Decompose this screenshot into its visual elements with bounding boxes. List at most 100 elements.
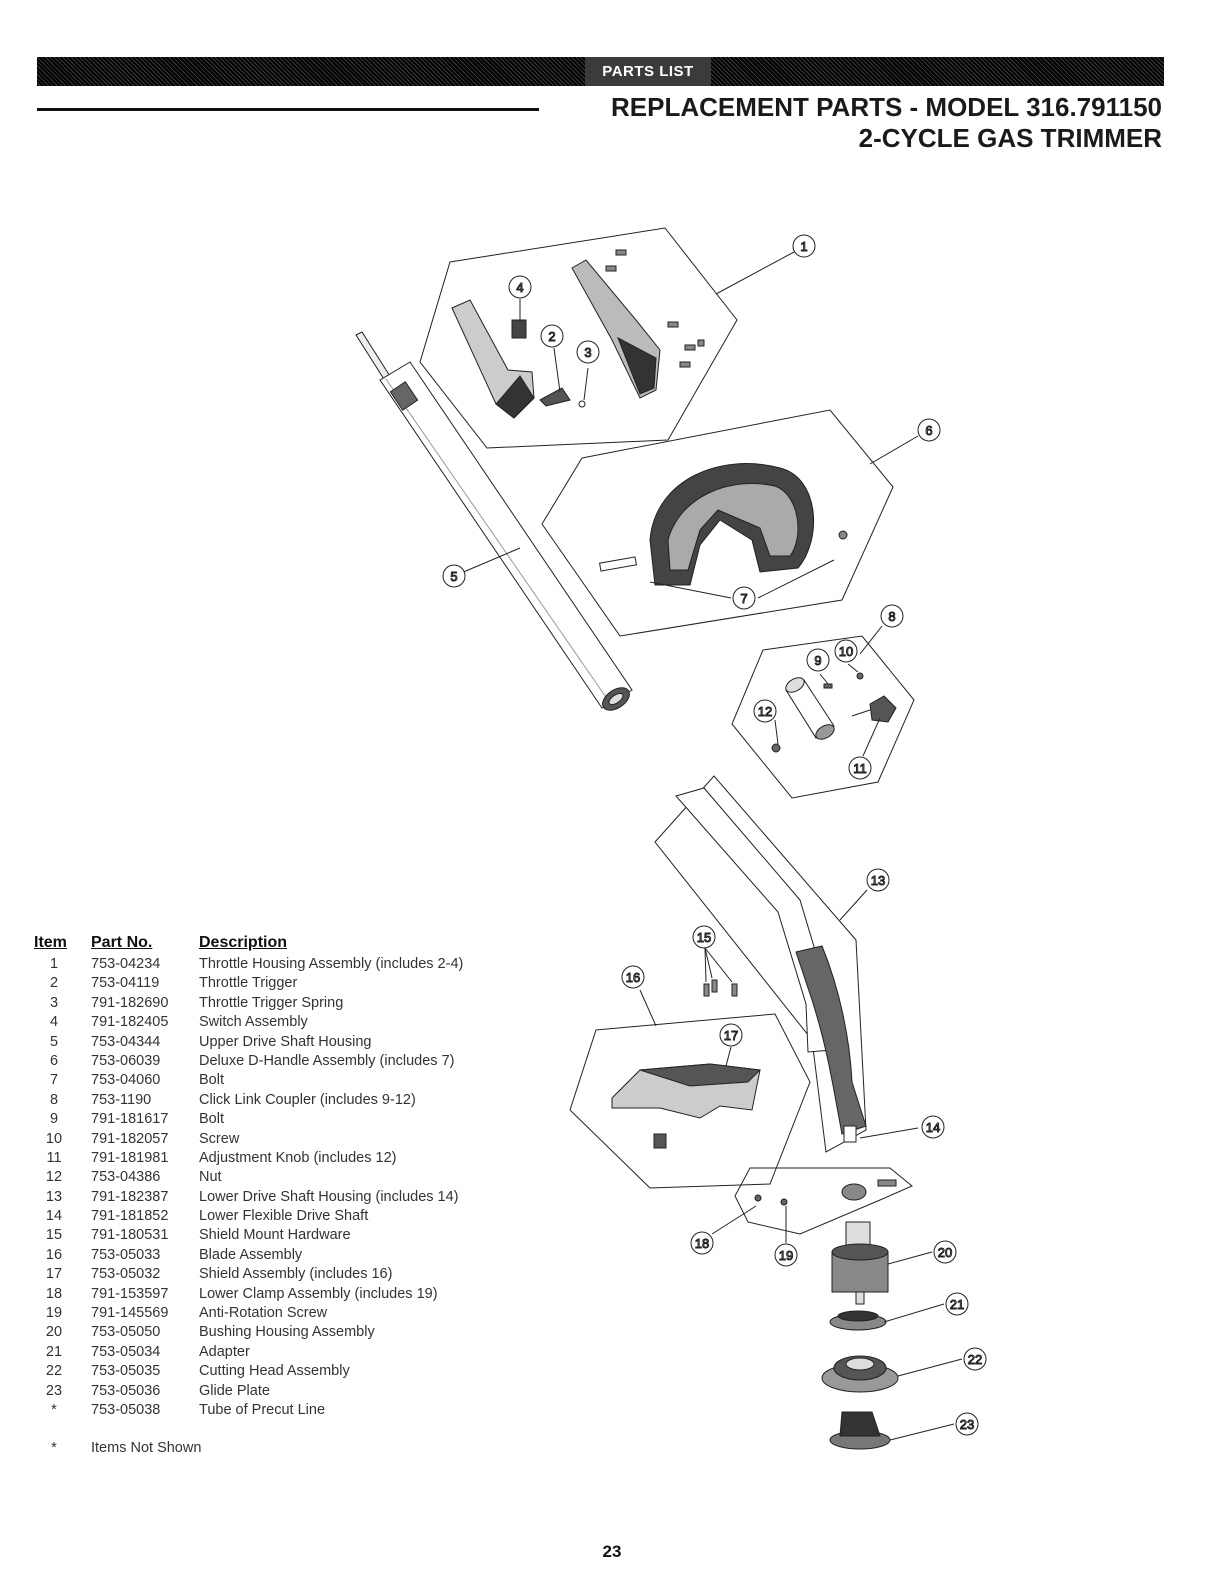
callout-7: 7	[732, 586, 756, 610]
item-number: 2	[49, 975, 59, 992]
part-number: 753-05034	[91, 1343, 161, 1360]
svg-text:9: 9	[814, 653, 821, 668]
callout-6: 6	[917, 418, 941, 442]
part-description: Throttle Trigger Spring	[199, 994, 344, 1011]
part-number: 791-145569	[91, 1305, 169, 1322]
svg-text:12: 12	[758, 704, 772, 719]
part-number: 753-04060	[91, 1072, 161, 1089]
item-number: 21	[45, 1343, 63, 1360]
part-description: Adjustment Knob (includes 12)	[199, 1149, 397, 1166]
throttle-housing-drawing	[451, 259, 661, 419]
svg-text:11: 11	[853, 761, 867, 776]
item-number: 14	[45, 1208, 63, 1225]
callout-13: 13	[866, 868, 890, 892]
svg-text:23: 23	[960, 1417, 974, 1432]
lower-clamp-drawing	[754, 1179, 897, 1206]
item-number: 4	[49, 1014, 59, 1031]
part-description: Screw	[199, 1130, 240, 1147]
table-row: 8 753-1190 Click Link Coupler (includes 9-…	[34, 1091, 554, 1110]
item-number: 5	[49, 1033, 59, 1050]
item-number: 17	[45, 1266, 63, 1283]
parts-table-header: Item Part No. Description	[34, 934, 554, 952]
part-description: Shield Mount Hardware	[199, 1227, 351, 1244]
svg-text:18: 18	[695, 1236, 709, 1251]
part-number: 753-06039	[91, 1052, 161, 1069]
coupler-drawing	[771, 672, 897, 753]
panel-d-handle	[541, 409, 894, 637]
callout-4: 4	[508, 275, 532, 299]
item-number: 11	[46, 1149, 62, 1166]
part-number: 791-182387	[91, 1188, 169, 1205]
part-description: Blade Assembly	[199, 1246, 303, 1263]
callout-2: 2	[540, 324, 564, 348]
panel-coupler	[731, 635, 915, 799]
item-number: 13	[45, 1188, 63, 1205]
callout-3: 3	[576, 340, 600, 364]
callout-10: 10	[834, 639, 858, 663]
svg-text:5: 5	[450, 569, 457, 584]
part-description: Lower Drive Shaft Housing (includes 14)	[199, 1188, 459, 1205]
part-number: 753-1190	[91, 1091, 152, 1108]
part-description: Bushing Housing Assembly	[199, 1324, 375, 1341]
part-number: 753-05036	[91, 1382, 161, 1399]
svg-text:22: 22	[968, 1352, 982, 1367]
item-number: 9	[49, 1111, 59, 1128]
part-number: 791-182405	[91, 1014, 169, 1031]
svg-text:15: 15	[697, 930, 711, 945]
part-number: 753-04119	[91, 975, 160, 992]
footnote-marker: *	[51, 1440, 57, 1456]
item-number: 15	[45, 1227, 63, 1244]
panel-throttle-housing	[419, 227, 738, 449]
callout-12: 12	[753, 699, 777, 723]
part-description: Adapter	[199, 1343, 250, 1360]
panel-shield	[569, 1013, 811, 1189]
svg-text:19: 19	[779, 1248, 793, 1263]
item-number: 18	[45, 1285, 63, 1302]
part-number: 791-181852	[91, 1208, 169, 1225]
title-line-1: REPLACEMENT PARTS - MODEL 316.791150	[611, 92, 1162, 122]
part-description: Bolt	[199, 1072, 224, 1089]
shield-mount-screws	[703, 979, 738, 997]
callout-14: 14	[921, 1115, 945, 1139]
item-number: 6	[49, 1052, 59, 1069]
callout-19: 19	[774, 1243, 798, 1267]
table-row: 23 753-05036 Glide Plate	[34, 1382, 554, 1401]
callout-18: 18	[690, 1231, 714, 1255]
header-description: Description	[199, 934, 288, 951]
item-number: 3	[49, 994, 59, 1011]
part-number: 753-05035	[91, 1363, 161, 1380]
svg-text:7: 7	[740, 591, 747, 606]
part-description: Switch Assembly	[199, 1014, 308, 1031]
svg-text:21: 21	[950, 1297, 964, 1312]
part-description: Glide Plate	[199, 1382, 270, 1399]
table-row: 6 753-06039 Deluxe D-Handle Assembly (incl…	[34, 1052, 554, 1071]
table-row: 13 791-182387 Lower Drive Shaft Housing (i…	[34, 1188, 554, 1207]
part-number: 753-04344	[91, 1033, 161, 1050]
part-number: 791-182690	[91, 994, 169, 1011]
callout-16: 16	[621, 965, 645, 989]
item-number: 8	[49, 1091, 59, 1108]
part-number: 753-04234	[91, 956, 161, 972]
header-rule	[37, 108, 539, 111]
item-number: 16	[45, 1246, 63, 1263]
item-number: 23	[45, 1382, 63, 1399]
part-number: 753-05050	[91, 1324, 161, 1341]
callout-15: 15	[692, 925, 716, 949]
footnote-text: Items Not Shown	[91, 1440, 202, 1456]
part-description: Bolt	[199, 1111, 224, 1128]
table-row: 3 791-182690 Throttle Trigger Spring	[34, 994, 554, 1013]
part-description: Click Link Coupler (includes 9-12)	[199, 1091, 416, 1108]
part-description: Deluxe D-Handle Assembly (includes 7)	[199, 1052, 455, 1069]
d-handle-drawing	[598, 463, 848, 586]
